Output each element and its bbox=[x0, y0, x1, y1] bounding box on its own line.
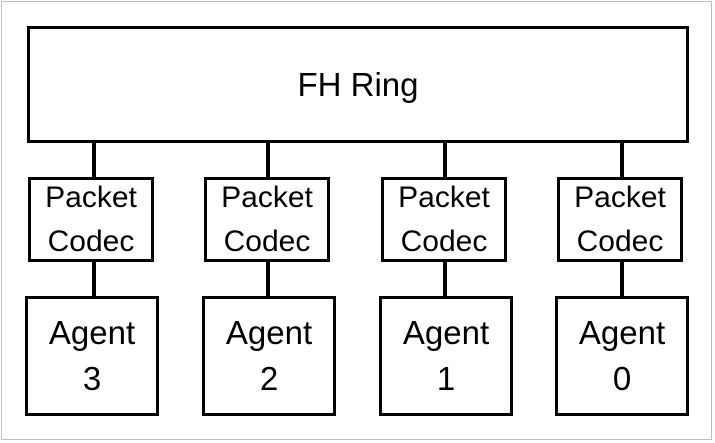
agent-label-line2: 0 bbox=[612, 360, 632, 397]
packet-codec-label-line1: Packet bbox=[221, 180, 313, 214]
packet-codec-label-line2: Codec bbox=[47, 224, 135, 258]
codec-to-agent-connector bbox=[266, 262, 270, 296]
codec-to-agent-connector bbox=[443, 262, 447, 296]
agent-label-line2: 1 bbox=[436, 360, 456, 397]
fh-ring-label: FH Ring bbox=[297, 65, 419, 103]
ring-to-codec-connector bbox=[92, 143, 96, 177]
agent-label-line1: Agent bbox=[402, 314, 490, 351]
agent-label-line1: Agent bbox=[578, 314, 666, 351]
agent-box: Agent 0 bbox=[555, 296, 689, 416]
packet-codec-label-line1: Packet bbox=[398, 180, 490, 214]
packet-codec-label-line2: Codec bbox=[223, 224, 311, 258]
packet-codec-box: Packet Codec bbox=[557, 177, 683, 262]
agent-label-line1: Agent bbox=[225, 314, 313, 351]
packet-codec-label-line1: Packet bbox=[45, 180, 137, 214]
ring-to-codec-connector bbox=[443, 143, 447, 177]
ring-to-codec-connector bbox=[266, 143, 270, 177]
packet-codec-box: Packet Codec bbox=[28, 177, 154, 262]
packet-codec-box: Packet Codec bbox=[204, 177, 330, 262]
packet-codec-label-line2: Codec bbox=[576, 224, 664, 258]
agent-label-line1: Agent bbox=[48, 314, 136, 351]
packet-codec-label-line2: Codec bbox=[400, 224, 488, 258]
fh-ring-box: FH Ring bbox=[27, 26, 689, 143]
agent-label-line2: 2 bbox=[259, 360, 279, 397]
packet-codec-label-line1: Packet bbox=[574, 180, 666, 214]
agent-box: Agent 2 bbox=[202, 296, 336, 416]
codec-to-agent-connector bbox=[620, 262, 624, 296]
codec-to-agent-connector bbox=[92, 262, 96, 296]
packet-codec-box: Packet Codec bbox=[381, 177, 507, 262]
agent-box: Agent 3 bbox=[25, 296, 159, 416]
ring-to-codec-connector bbox=[620, 143, 624, 177]
agent-label-line2: 3 bbox=[82, 360, 102, 397]
agent-box: Agent 1 bbox=[379, 296, 513, 416]
